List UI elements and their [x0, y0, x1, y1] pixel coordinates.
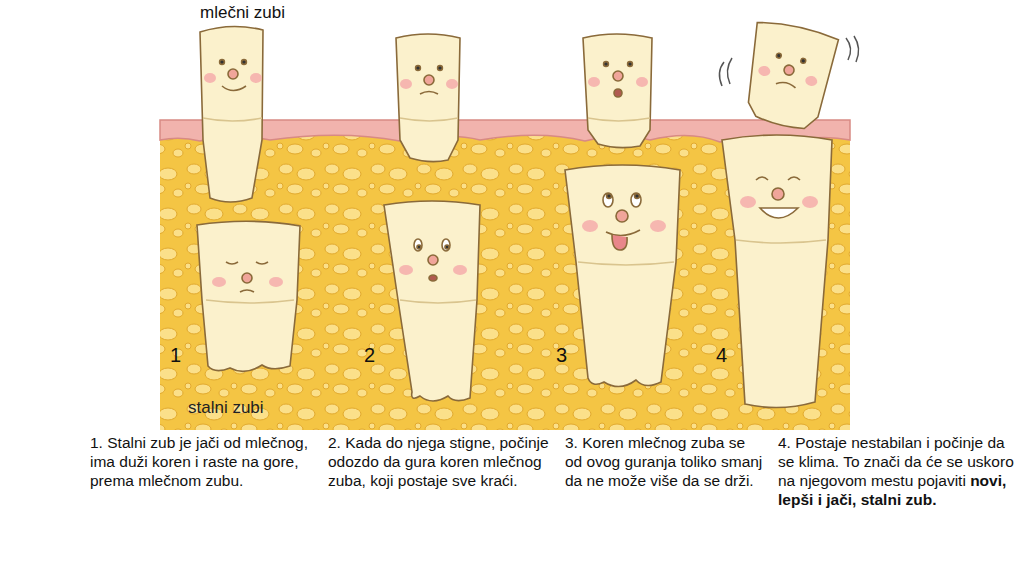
- step-caption: 1. Stalni zub je jači od mlečnog, ima du…: [90, 433, 318, 490]
- milk-tooth: [396, 34, 460, 162]
- callout-number: 2: [364, 344, 375, 367]
- permanent-tooth: [384, 201, 480, 401]
- permanent-tooth: [565, 165, 680, 387]
- step-caption: 3. Koren mlečnog zuba se od ovog guranja…: [565, 433, 765, 490]
- milk-tooth: [737, 19, 839, 134]
- callout-number: 4: [716, 344, 727, 367]
- jaw-bone: [160, 125, 850, 430]
- permanent-tooth: [722, 135, 832, 408]
- part-label: stalni zubi: [188, 398, 264, 418]
- milk-tooth: [200, 26, 263, 202]
- callout-number: 1: [170, 344, 181, 367]
- step-caption-block: 4. Postaje nestabilan i počinje da se kl…: [778, 433, 1016, 509]
- callout-number: 3: [556, 344, 567, 367]
- part-label: mlečni zubi: [200, 3, 285, 23]
- permanent-tooth: [197, 221, 300, 371]
- step-caption: 2. Kada do njega stigne, počinje odozdo …: [328, 433, 556, 490]
- wobble-mark: [846, 36, 859, 62]
- milk-tooth: [583, 34, 652, 148]
- wobble-mark: [719, 58, 732, 86]
